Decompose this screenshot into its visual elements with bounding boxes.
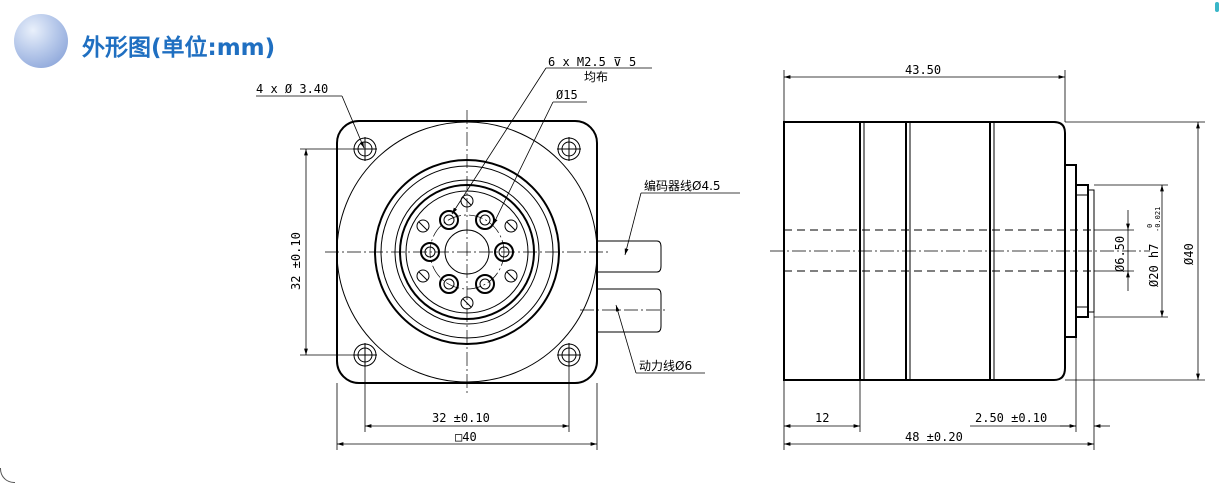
threaded-holes-note: 均布 <box>584 70 608 84</box>
width-dim-label: 32 ±0.10 <box>432 411 490 425</box>
side-view: 43.50 Ø40 Ø20 h7 0 -0.021 Ø6.50 12 2.50 … <box>770 63 1205 450</box>
side-dimensions <box>783 70 1205 450</box>
flange-thickness-label: 2.50 ±0.10 <box>975 411 1047 425</box>
pilot-diameter-label: Ø20 h7 <box>1147 244 1161 287</box>
height-dimension <box>300 148 355 356</box>
corner-marker <box>1215 2 1219 12</box>
length-top-label: 43.50 <box>905 63 941 77</box>
threaded-holes-label: 6 x M2.5 ⊽ 5 <box>548 55 636 69</box>
threaded-holes <box>420 210 514 294</box>
small-screws <box>416 194 518 310</box>
front-view: 4 x Ø 3.40 6 x M2.5 ⊽ 5 均布 Ø15 编码器线Ø4.5 … <box>256 55 740 450</box>
flange-holes-label: 4 x Ø 3.40 <box>256 82 328 96</box>
encoder-cable-label: 编码器线Ø4.5 <box>644 178 721 193</box>
power-cable-label: 动力线Ø6 <box>639 359 692 373</box>
width-dimensions <box>336 365 598 450</box>
overall-length-label: 48 ±0.20 <box>905 430 963 444</box>
pilot-tol-lower: -0.021 <box>1154 207 1162 232</box>
cables <box>580 240 665 333</box>
pitch-circle-label: Ø15 <box>556 88 578 102</box>
front-leaders <box>256 67 740 374</box>
header-bullet-icon <box>14 14 68 68</box>
height-dim-label: 32 ±0.10 <box>289 232 303 290</box>
shaft-diameter-label: Ø6.50 <box>1113 236 1127 272</box>
pilot-tol-upper: 0 <box>1146 224 1154 228</box>
body-outline <box>783 121 1066 381</box>
body-diameter-label: Ø40 <box>1182 243 1196 265</box>
section-title: 外形图(单位:mm) <box>82 35 276 61</box>
segment-length-label: 12 <box>815 411 829 425</box>
square-dim-label: □40 <box>455 430 477 444</box>
